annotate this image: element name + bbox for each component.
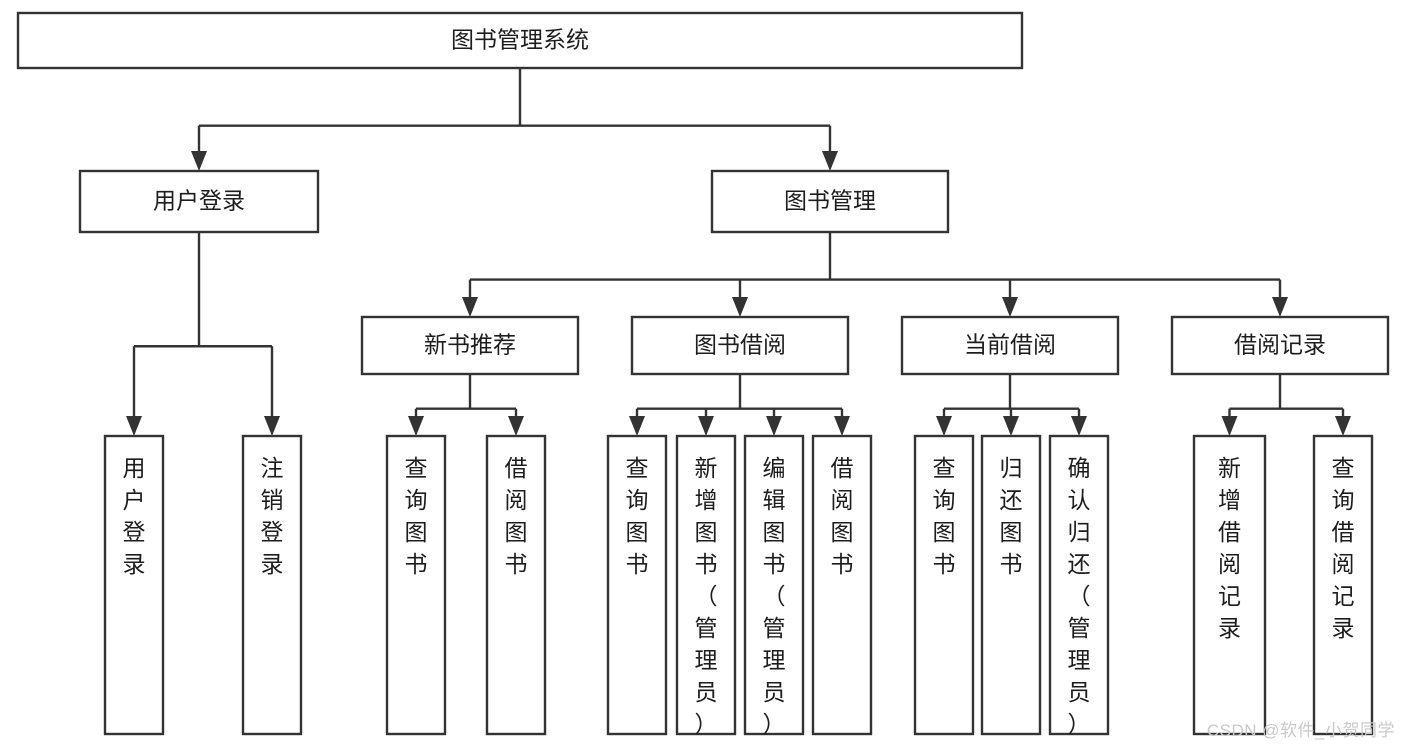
node-box-book-borrow[interactable] <box>630 315 850 376</box>
node-box-leaf-query-record[interactable] <box>1312 434 1374 736</box>
node-box-leaf-user-login[interactable] <box>103 434 165 736</box>
node-leaf-query-book-3[interactable]: 查询图书 <box>913 434 975 736</box>
node-label-borrow-record: 借阅记录 <box>1234 332 1326 358</box>
connector-arrowhead-icon <box>408 416 424 436</box>
node-leaf-logout[interactable]: 注销登录 <box>241 434 303 736</box>
node-label-leaf-add-record: 新增借阅记录 <box>1218 455 1241 641</box>
connector-arrowhead-icon <box>508 416 524 436</box>
connector-layer <box>126 68 1351 436</box>
node-leaf-return-book[interactable]: 归还图书 <box>980 434 1042 736</box>
node-leaf-add-record[interactable]: 新增借阅记录 <box>1192 434 1267 736</box>
node-leaf-user-login[interactable]: 用户登录 <box>103 434 165 736</box>
connector-arrowhead-icon <box>462 297 478 317</box>
node-user-login[interactable]: 用户登录 <box>78 169 320 234</box>
node-leaf-confirm-return[interactable]: 确认归还（管理员） <box>1048 434 1110 737</box>
node-box-leaf-query-book-1[interactable] <box>385 434 447 736</box>
connector-arrowhead-icon <box>822 151 838 171</box>
node-box-book-management[interactable] <box>710 169 950 234</box>
node-leaf-query-record[interactable]: 查询借阅记录 <box>1312 434 1374 736</box>
node-box-user-login[interactable] <box>78 169 320 234</box>
node-leaf-add-book[interactable]: 新增图书（管理员） <box>675 434 737 737</box>
node-box-borrow-record[interactable] <box>1170 315 1390 376</box>
node-box-leaf-add-book[interactable] <box>675 434 737 736</box>
connector-arrowhead-icon <box>264 416 280 436</box>
connector-arrowhead-icon <box>1335 416 1351 436</box>
node-leaf-borrow-book-2[interactable]: 借阅图书 <box>811 434 873 736</box>
node-box-current-borrow[interactable] <box>900 315 1120 376</box>
connector-arrowhead-icon <box>1002 297 1018 317</box>
node-leaf-edit-book[interactable]: 编辑图书（管理员） <box>743 434 805 737</box>
node-box-leaf-return-book[interactable] <box>980 434 1042 736</box>
node-leaf-query-book-1[interactable]: 查询图书 <box>385 434 447 736</box>
connector-arrowhead-icon <box>766 416 782 436</box>
node-label-current-borrow: 当前借阅 <box>964 332 1056 358</box>
node-label-leaf-return-book: 归还图书 <box>1000 455 1023 577</box>
node-box-leaf-edit-book[interactable] <box>743 434 805 736</box>
node-label-leaf-query-book-2: 查询图书 <box>626 455 649 577</box>
node-label-leaf-logout: 注销登录 <box>261 455 284 577</box>
node-label-user-login: 用户登录 <box>153 188 245 214</box>
node-label-book-borrow: 图书借阅 <box>694 332 786 358</box>
node-label-leaf-edit-book: 编辑图书（管理员） <box>763 455 786 737</box>
node-borrow-record[interactable]: 借阅记录 <box>1170 315 1390 376</box>
node-label-leaf-query-record: 查询借阅记录 <box>1332 455 1355 641</box>
node-box-leaf-borrow-book-2[interactable] <box>811 434 873 736</box>
connector-arrowhead-icon <box>936 416 952 436</box>
node-label-book-management: 图书管理 <box>784 188 876 214</box>
node-box-leaf-confirm-return[interactable] <box>1048 434 1110 736</box>
connector-arrowhead-icon <box>1272 297 1288 317</box>
node-box-new-book-recommend[interactable] <box>360 315 580 376</box>
connector-arrowhead-icon <box>126 416 142 436</box>
connector-arrowhead-icon <box>1003 416 1019 436</box>
node-label-root: 图书管理系统 <box>451 27 589 53</box>
connector-arrowhead-icon <box>732 297 748 317</box>
connector-arrowhead-icon <box>629 416 645 436</box>
connector-arrowhead-icon <box>1221 416 1238 436</box>
node-box-root[interactable] <box>16 11 1024 70</box>
node-book-borrow[interactable]: 图书借阅 <box>630 315 850 376</box>
node-box-leaf-borrow-book-1[interactable] <box>485 434 547 736</box>
node-label-new-book-recommend: 新书推荐 <box>424 332 516 358</box>
node-leaf-query-book-2[interactable]: 查询图书 <box>606 434 668 736</box>
node-label-leaf-borrow-book-2: 借阅图书 <box>831 455 854 577</box>
node-current-borrow[interactable]: 当前借阅 <box>900 315 1120 376</box>
node-box-leaf-add-record[interactable] <box>1192 434 1267 736</box>
connector-arrowhead-icon <box>834 416 850 436</box>
node-book-management[interactable]: 图书管理 <box>710 169 950 234</box>
node-box-leaf-query-book-3[interactable] <box>913 434 975 736</box>
node-root[interactable]: 图书管理系统 <box>16 11 1024 70</box>
node-label-leaf-query-book-3: 查询图书 <box>933 455 956 577</box>
node-leaf-borrow-book-1[interactable]: 借阅图书 <box>485 434 547 736</box>
node-layer: 图书管理系统用户登录图书管理新书推荐图书借阅当前借阅借阅记录用户登录注销登录查询… <box>16 11 1390 737</box>
node-label-leaf-add-book: 新增图书（管理员） <box>695 455 718 737</box>
node-new-book-recommend[interactable]: 新书推荐 <box>360 315 580 376</box>
node-label-leaf-user-login: 用户登录 <box>123 455 146 577</box>
connector-arrowhead-icon <box>191 151 207 171</box>
connector-arrowhead-icon <box>698 416 714 436</box>
node-box-leaf-logout[interactable] <box>241 434 303 736</box>
node-label-leaf-query-book-1: 查询图书 <box>405 455 428 577</box>
node-label-leaf-borrow-book-1: 借阅图书 <box>505 455 528 577</box>
connector-arrowhead-icon <box>1071 416 1087 436</box>
node-box-leaf-query-book-2[interactable] <box>606 434 668 736</box>
node-label-leaf-confirm-return: 确认归还（管理员） <box>1068 455 1091 737</box>
